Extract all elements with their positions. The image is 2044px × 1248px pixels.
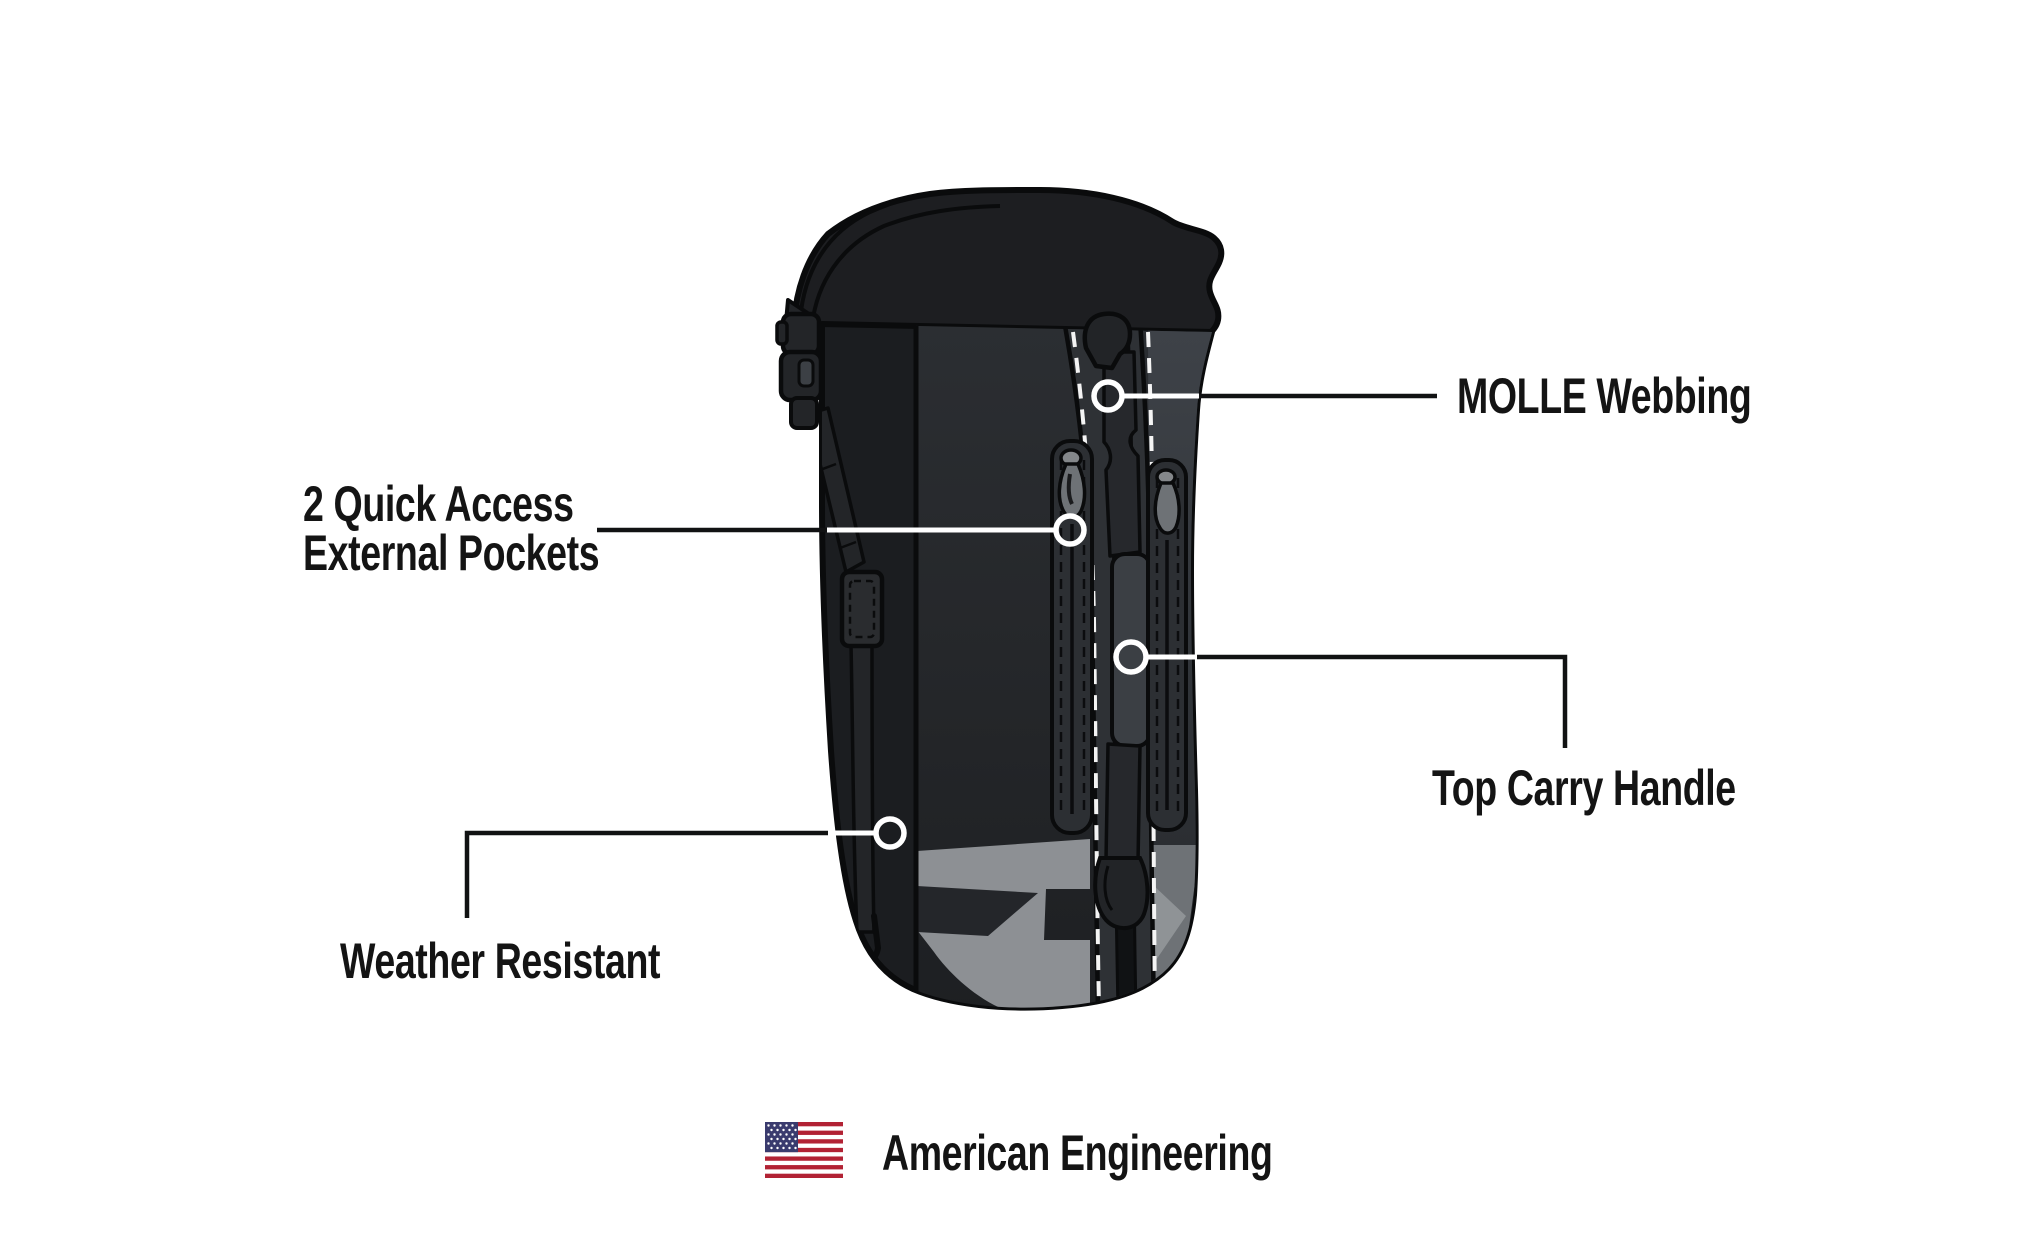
molle-top-loop <box>1082 311 1133 371</box>
pockets-callout-marker <box>1053 513 1087 547</box>
us-flag-icon <box>765 1122 843 1178</box>
top-carry-handle-label: Top Carry Handle <box>1432 760 1736 816</box>
molle-callout-marker <box>1091 379 1125 413</box>
quick-access-pockets-label-line2: External Pockets <box>303 525 600 581</box>
weather-resistant-label: Weather Resistant <box>340 933 661 989</box>
roll-top-buckle <box>775 298 824 430</box>
roll-top <box>791 187 1225 341</box>
quick-access-pockets-label: 2 Quick Access External Pockets <box>303 476 600 581</box>
weather-callout-marker <box>873 816 907 850</box>
right-pocket-zipper <box>1146 458 1188 832</box>
callouts <box>464 379 1568 918</box>
american-engineering-label: American Engineering <box>882 1125 1273 1181</box>
top-carry-callout-marker <box>1113 639 1149 675</box>
molle-webbing-label: MOLLE Webbing <box>1457 368 1752 424</box>
left-pocket-zipper <box>1050 439 1094 835</box>
quick-access-pockets-label-line1: 2 Quick Access <box>303 476 574 532</box>
carry-handle <box>1093 350 1152 931</box>
bottom-reflections <box>917 839 1200 1008</box>
